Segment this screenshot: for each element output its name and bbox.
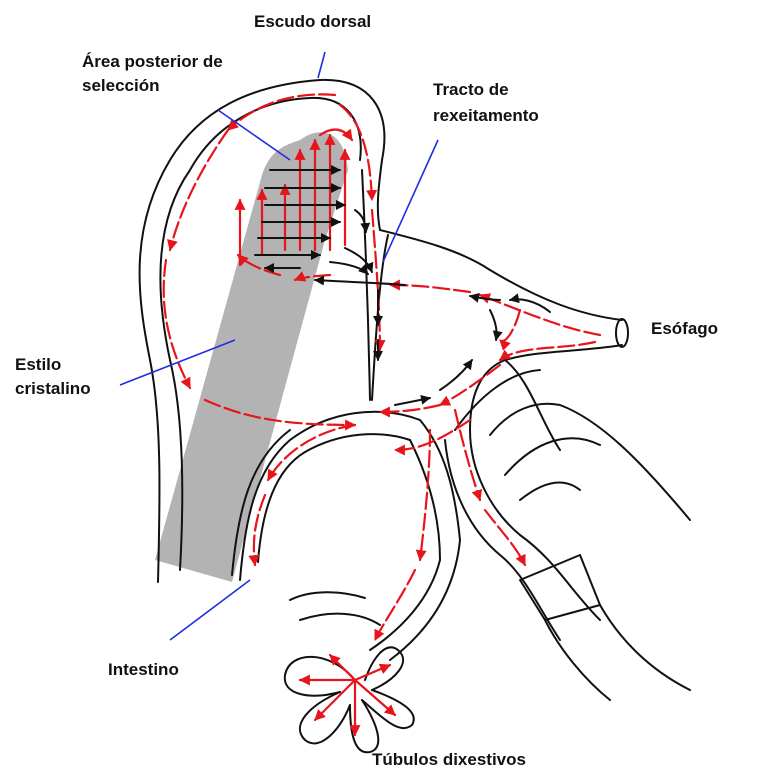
label-dorsal-shield: Escudo dorsal (254, 10, 371, 34)
crystalline-style-shape (155, 132, 348, 582)
right-structures (290, 370, 690, 700)
label-rejection-tract-line1: Tracto de (433, 78, 509, 102)
label-intestine: Intestino (108, 658, 179, 682)
digestive-tubules (285, 647, 414, 752)
label-posterior-sorting-area-line2: selección (82, 74, 160, 98)
label-rejection-tract-line2: rexeitamento (433, 104, 539, 128)
label-digestive-tubules: Túbulos dixestivos (372, 748, 526, 772)
label-crystalline-style-line2: cristalino (15, 377, 91, 401)
esophagus-tube (505, 319, 628, 450)
label-crystalline-style-line1: Estilo (15, 353, 61, 377)
label-posterior-sorting-area-line1: Área posterior de (82, 50, 223, 74)
label-esophagus: Esófago (651, 317, 718, 341)
